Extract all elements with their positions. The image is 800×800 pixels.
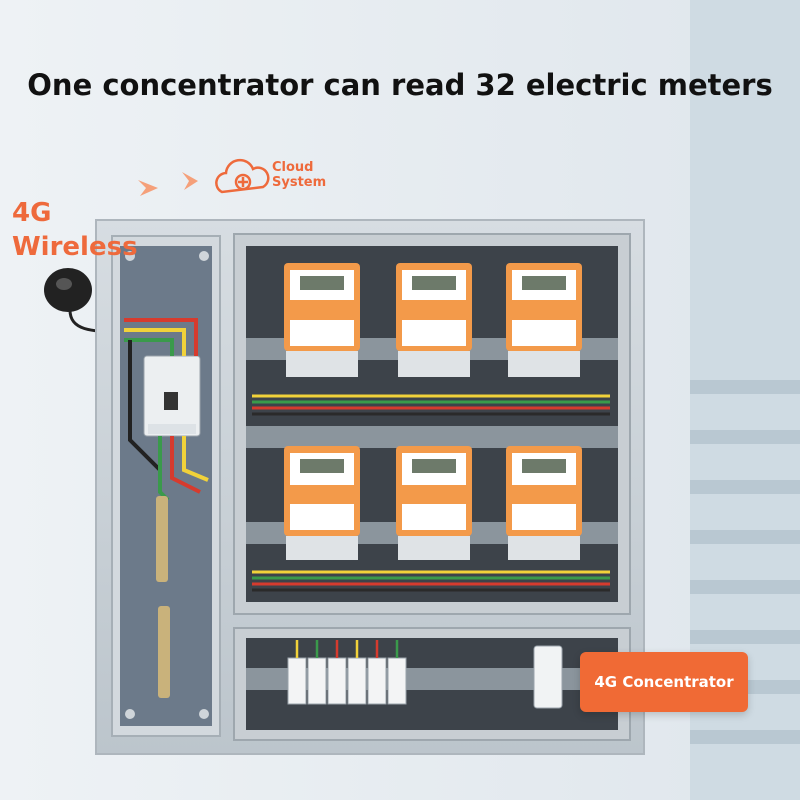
cloud-label-line2: System xyxy=(272,175,327,190)
page-title: One concentrator can read 32 electric me… xyxy=(27,68,773,102)
cloud-system-label: Cloud System xyxy=(272,160,326,190)
electric-meter xyxy=(396,263,472,377)
cloud-icon xyxy=(215,158,270,194)
miniature-breakers xyxy=(287,657,407,705)
cloud-label-line1: Cloud xyxy=(272,160,314,175)
terminal-strip xyxy=(156,496,168,582)
signal-arrow-icon xyxy=(138,172,198,196)
main-breaker xyxy=(143,355,201,437)
concentrator-label: 4G Concentrator xyxy=(594,673,734,691)
concentrator-callout: 4G Concentrator xyxy=(580,652,748,712)
wireless-label-line1: 4G xyxy=(12,198,52,228)
electric-meter xyxy=(284,446,360,560)
electric-meter xyxy=(506,263,582,377)
electric-meter xyxy=(506,446,582,560)
electric-meter xyxy=(284,263,360,377)
wireless-label: 4G Wireless xyxy=(12,196,138,264)
terminal-strip xyxy=(158,606,170,698)
concentrator-device xyxy=(533,645,563,709)
wireless-label-line2: Wireless xyxy=(12,232,138,262)
electric-meter xyxy=(396,446,472,560)
